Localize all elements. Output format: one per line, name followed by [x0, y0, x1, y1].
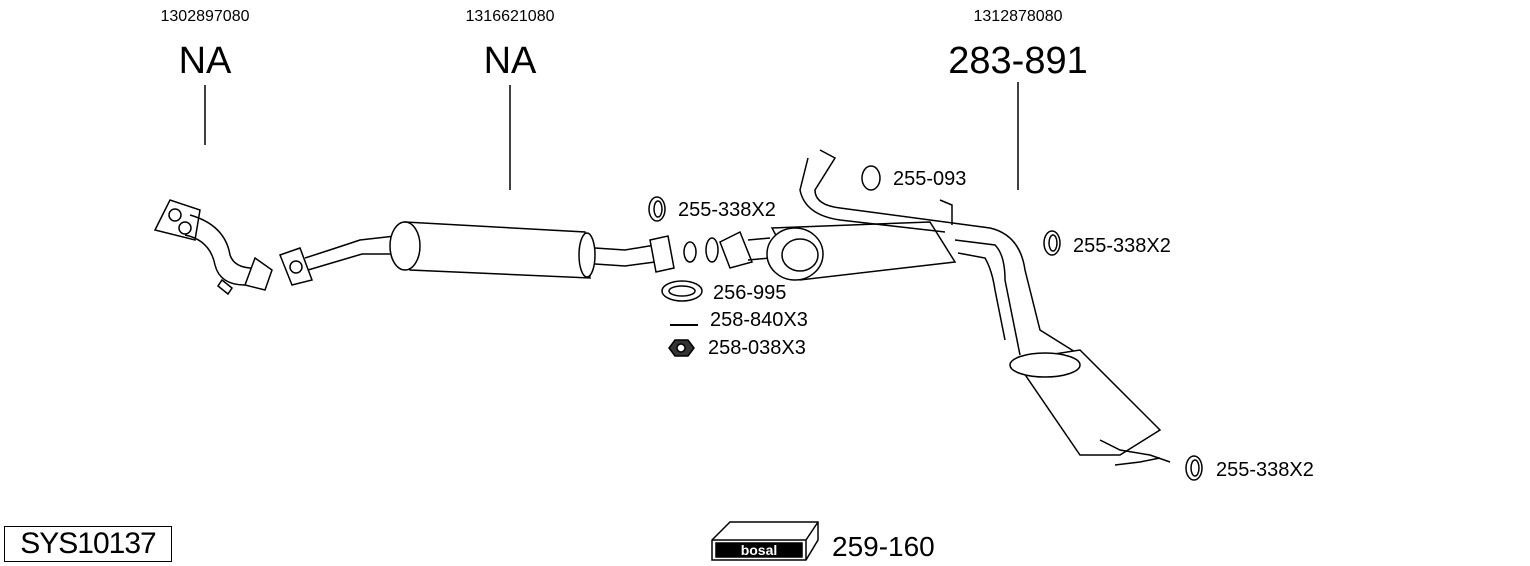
accessory-label: 255-338X2 — [678, 199, 776, 221]
rubber-ring-icon — [1043, 230, 1061, 256]
accessory-label: 255-338X2 — [1216, 459, 1314, 481]
accessory-label: 256-995 — [713, 282, 787, 304]
accessory-label: 255-338X2 — [1073, 235, 1171, 257]
accessory-label: 255-093 — [893, 168, 967, 190]
rubber-mount-icon — [861, 165, 881, 191]
oe-number-2: 1316621080 — [465, 8, 555, 25]
rear-silencer-assembly — [705, 149, 1171, 466]
svg-text:bosal: bosal — [741, 542, 778, 558]
centre-silencer — [279, 221, 697, 286]
part-number-3: 283-891 — [948, 40, 1088, 82]
part-number-1: NA — [178, 40, 232, 82]
system-id-box: SYS10137 — [4, 526, 172, 562]
oe-number-1: 1302897080 — [160, 8, 250, 25]
rubber-ring-icon — [648, 196, 666, 222]
front-pipe — [153, 199, 273, 296]
part-number-2: NA — [483, 40, 537, 82]
oe-number-3: 1312878080 — [973, 8, 1063, 25]
gasket-ring-icon — [661, 280, 703, 302]
accessory-label: 258-038X3 — [708, 337, 806, 359]
accessory-label: 258-840X3 — [710, 309, 808, 331]
rubber-ring-icon — [1185, 455, 1203, 481]
bosal-kit-box-icon: bosal — [711, 521, 819, 561]
kit-number: 259-160 — [832, 531, 935, 562]
